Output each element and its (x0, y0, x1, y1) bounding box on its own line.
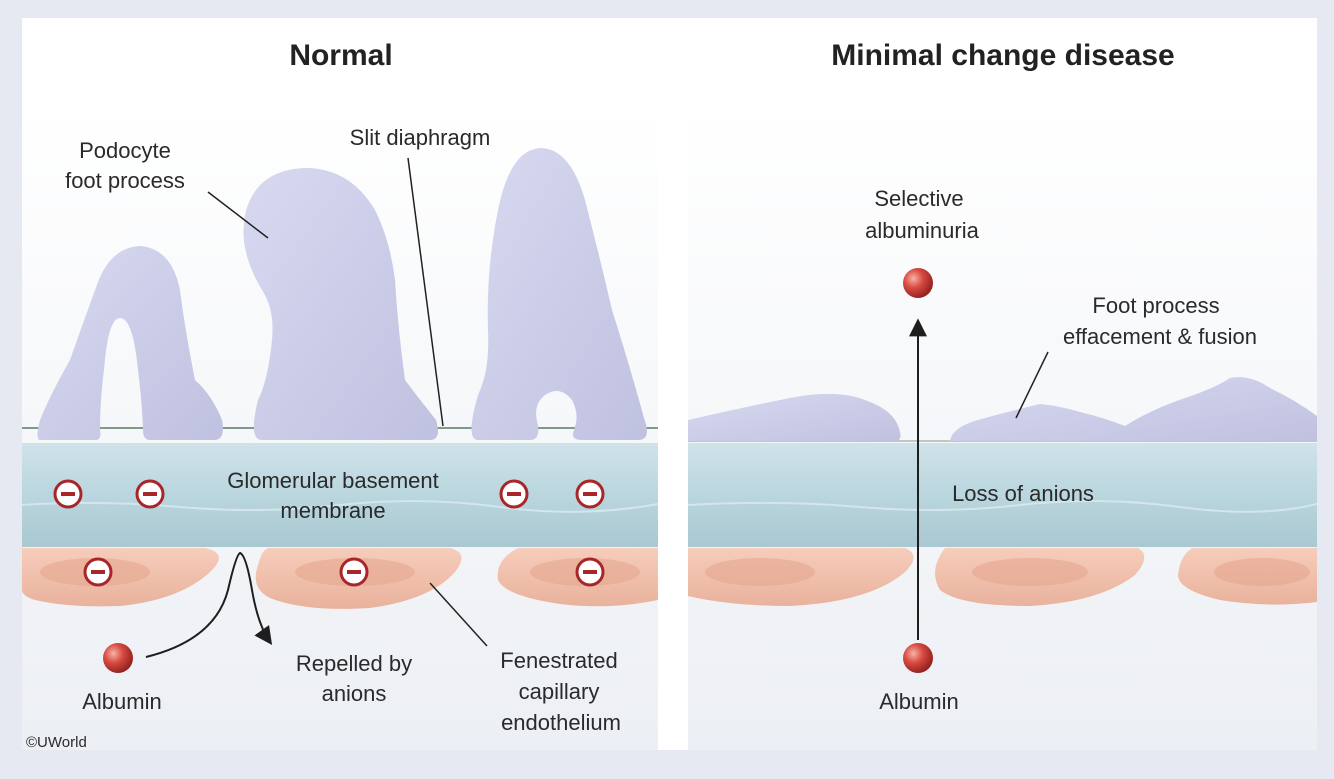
mcd-albumin-label: Albumin (879, 689, 958, 714)
podocyte-label-line2: foot process (65, 168, 185, 193)
mcd-title: Minimal change disease (831, 39, 1174, 72)
gbm-texture (687, 499, 1318, 513)
endothelium-label-line2: capillary (519, 679, 600, 704)
podocyte-foot-process (471, 148, 647, 440)
normal-podocytes (37, 148, 647, 440)
endothelium-label-line3: endothelium (501, 710, 621, 735)
selective-label-line2: albuminuria (865, 218, 979, 243)
anion-icon (135, 479, 165, 509)
podocyte-foot-process (37, 246, 223, 440)
anion-icon (499, 479, 529, 509)
podocyte-foot-process (243, 168, 438, 440)
endothelial-nucleus (705, 558, 815, 586)
repelled-label-line2: anions (322, 681, 387, 706)
albumin-molecule-icon (103, 643, 133, 673)
anion-icon (339, 557, 369, 587)
endothelium-label-line1: Fenestrated (500, 648, 617, 673)
albumin-label: Albumin (82, 689, 161, 714)
repelled-label-line1: Repelled by (296, 651, 412, 676)
albumin-molecule-icon (903, 268, 933, 298)
endothelium-leader-line (429, 582, 488, 647)
selective-label-line1: Selective (874, 186, 963, 211)
mcd-basement-membrane (688, 443, 1317, 547)
loss-of-anions-label: Loss of anions (952, 481, 1094, 506)
endothelial-nucleus (972, 558, 1088, 586)
albumin-molecule-icon (903, 643, 933, 673)
normal-endothelium (22, 548, 658, 609)
slit-diaphragm-leader-line (407, 157, 444, 427)
gbm-texture (21, 499, 659, 513)
effaced-podocyte (688, 393, 901, 441)
slit-diaphragm-label: Slit diaphragm (350, 125, 491, 150)
effacement-label-line2: effacement & fusion (1063, 324, 1257, 349)
anion-icon (575, 479, 605, 509)
mcd-endothelium (688, 548, 1317, 606)
copyright-label: ©UWorld (26, 734, 87, 751)
endothelial-nucleus (1214, 558, 1310, 586)
anion-icon (83, 557, 113, 587)
effacement-label-line1: Foot process (1092, 293, 1219, 318)
mcd-panel: Minimal change disease Selective albumin… (687, 39, 1318, 750)
repelled-path-arrow (145, 551, 273, 658)
anion-icon (53, 479, 83, 509)
normal-anions (53, 479, 605, 587)
normal-panel: Normal Podocyte foot process Slit diaphr… (21, 39, 659, 751)
podocyte-leader-line (207, 191, 269, 239)
effaced-podocyte (950, 377, 1317, 441)
effacement-leader-line (1015, 351, 1049, 419)
normal-basement-membrane (22, 443, 658, 547)
gbm-label-line2: membrane (280, 498, 385, 523)
podocyte-label-line1: Podocyte (79, 138, 171, 163)
anion-icon (575, 557, 605, 587)
normal-title: Normal (289, 39, 392, 72)
gbm-label-line1: Glomerular basement (227, 468, 439, 493)
